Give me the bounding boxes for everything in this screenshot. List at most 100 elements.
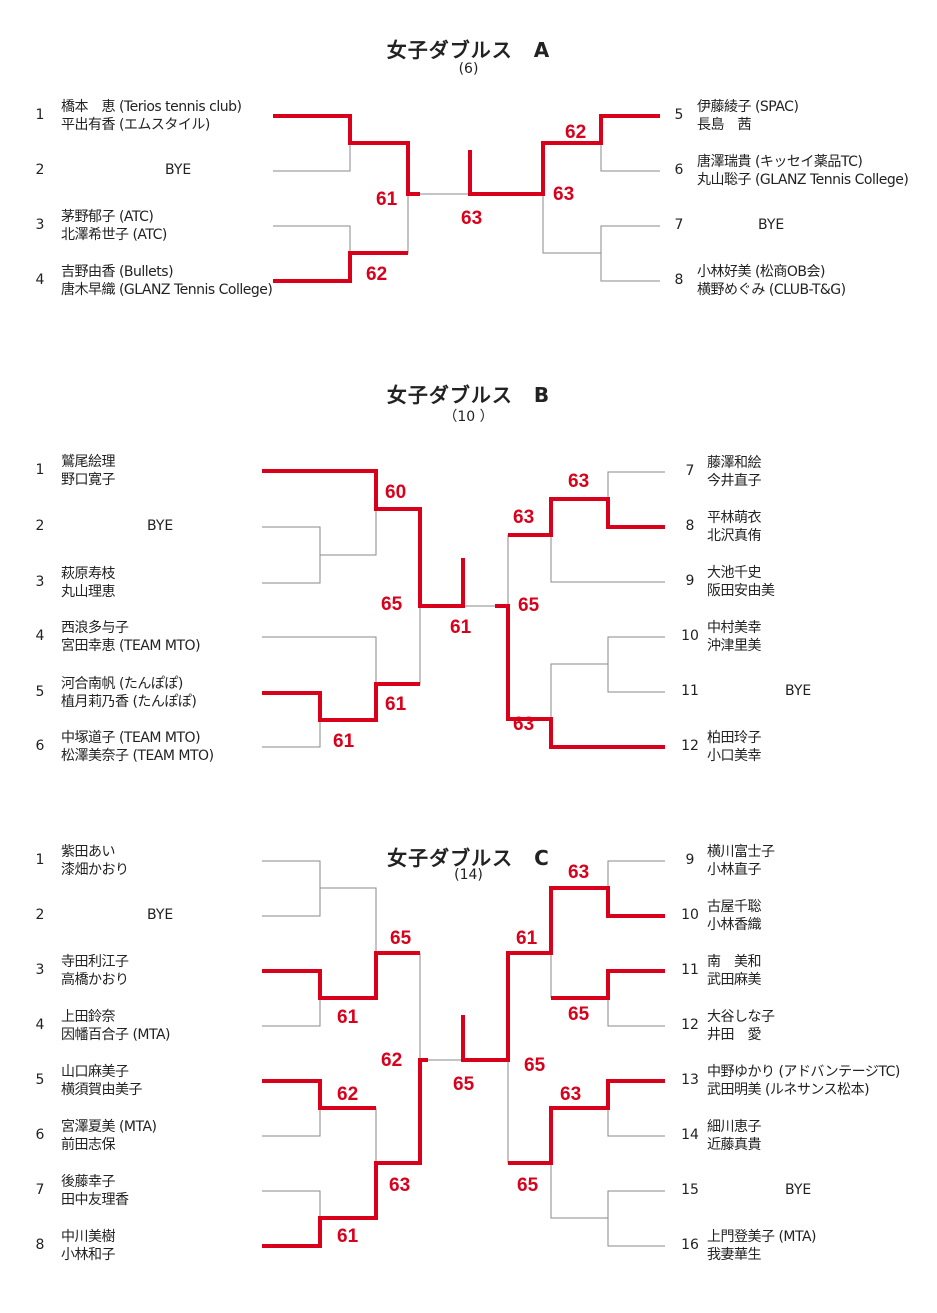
player-name: 上田鈴奈: [61, 1009, 116, 1025]
player-name: 高橋かおり: [61, 972, 129, 988]
section-b-title: 女子ダブルス B: [386, 383, 551, 407]
player-name: 松澤美奈子 (TEAM MTO): [61, 748, 214, 764]
player-name: 漆畑かおり: [61, 862, 129, 878]
bracket-a: 61 62 63 62 63: [273, 114, 660, 285]
player-name: 中川美樹: [61, 1229, 116, 1245]
player-name: 武田麻美: [707, 972, 762, 988]
seed-number: 1: [35, 462, 45, 478]
seed-number: 1: [35, 852, 45, 868]
bye-label: BYE: [147, 907, 174, 923]
seed-number: 1: [35, 107, 45, 123]
player-name: 中塚道子 (TEAM MTO): [61, 730, 201, 746]
seed-number: 8: [35, 1237, 45, 1253]
seed-number: 12: [681, 738, 699, 754]
score: 60: [385, 482, 406, 503]
score: 61: [337, 1226, 359, 1247]
section-a-title: 女子ダブルス A: [386, 38, 551, 62]
seed-number: 10: [681, 907, 699, 923]
bye-label: BYE: [165, 162, 192, 178]
player-name: 因幡百合子 (MTA): [61, 1027, 171, 1043]
player-name: 中野ゆかり (アドバンテージTC): [707, 1064, 900, 1080]
seed-number: 11: [681, 962, 699, 978]
player-name: 大谷しな子: [707, 1009, 775, 1025]
player-name: 柏田玲子: [707, 730, 762, 746]
bye-label: BYE: [785, 1182, 812, 1198]
seed-number: 5: [35, 684, 45, 700]
section-c-draw-size: (14): [454, 867, 483, 883]
player-name: 今井直子: [707, 473, 762, 489]
score: 61: [450, 617, 472, 638]
player-name: 小林和子: [61, 1247, 116, 1263]
score: 65: [524, 1055, 546, 1076]
seed-number: 2: [35, 907, 45, 923]
score: 65: [381, 594, 403, 615]
seed-number: 13: [681, 1072, 699, 1088]
score: 62: [366, 264, 387, 285]
seed-number: 4: [35, 272, 45, 288]
seed-number: 6: [674, 162, 684, 178]
seed-number: 2: [35, 518, 45, 534]
score: 63: [560, 1084, 581, 1105]
player-name: 沖津里美: [707, 638, 762, 654]
seed-number: 9: [685, 852, 695, 868]
player-name: 横須賀由美子: [61, 1082, 143, 1098]
seed-number: 11: [681, 683, 699, 699]
player-name: 古屋千聡: [707, 899, 762, 915]
player-name: 南 美和: [707, 954, 762, 970]
seed-number: 16: [681, 1237, 699, 1253]
player-name: 中村美幸: [707, 620, 762, 636]
bracket-b: 60 65 61 61 61 63 63 65 63: [262, 469, 665, 752]
score: 65: [453, 1074, 475, 1095]
score: 63: [513, 714, 534, 735]
player-name: 小林好美 (松商OB会): [697, 264, 826, 280]
score: 61: [516, 928, 538, 949]
section-c-title: 女子ダブルス C: [387, 846, 550, 870]
player-name: 我妻華生: [707, 1247, 762, 1263]
player-name: 丸山理恵: [61, 584, 116, 600]
score: 61: [376, 189, 398, 210]
score: 61: [333, 731, 355, 752]
player-name: 唐木早織 (GLANZ Tennis College): [61, 282, 273, 298]
seed-number: 7: [35, 1182, 45, 1198]
score: 62: [565, 122, 586, 143]
seed-number: 7: [674, 217, 684, 233]
score: 63: [553, 184, 574, 205]
seed-number: 6: [35, 738, 45, 754]
player-name: 後藤幸子: [61, 1174, 116, 1190]
player-name: 茅野郁子 (ATC): [61, 209, 154, 225]
player-name: 井田 愛: [707, 1027, 762, 1043]
seed-number: 10: [681, 628, 699, 644]
player-name: 細川恵子: [707, 1119, 762, 1135]
player-name: 唐澤瑞貴 (キッセイ薬品TC): [697, 154, 863, 170]
score: 61: [337, 1007, 359, 1028]
player-name: 山口麻美子: [61, 1064, 129, 1080]
player-name: 寺田利江子: [61, 954, 129, 970]
seed-number: 3: [35, 217, 45, 233]
section-a-draw-size: (6): [458, 61, 479, 77]
player-name: 萩原寿枝: [61, 566, 116, 582]
seed-number: 5: [674, 107, 684, 123]
score: 65: [390, 928, 412, 949]
player-name: 丸山聡子 (GLANZ Tennis College): [697, 172, 909, 188]
player-name: 河合南帆 (たんぽぽ): [61, 676, 183, 692]
player-name: 北澤希世子 (ATC): [61, 227, 167, 243]
score: 65: [517, 1175, 539, 1196]
player-name: 宮澤夏美 (MTA): [61, 1119, 157, 1135]
score: 63: [568, 471, 589, 492]
seed-number: 14: [681, 1127, 699, 1143]
player-name: 西浪多与子: [61, 620, 129, 636]
player-name: 武田明美 (ルネサンス松本): [707, 1082, 870, 1098]
player-name: 吉野由香 (Bullets): [61, 264, 174, 280]
score: 63: [389, 1175, 410, 1196]
score: 62: [337, 1084, 358, 1105]
seed-number: 4: [35, 1017, 45, 1033]
player-name: 紫田あい: [61, 844, 116, 860]
player-name: 平出有香 (エムスタイル): [61, 117, 210, 133]
player-name: 北沢真侑: [707, 528, 762, 544]
seed-number: 2: [35, 162, 45, 178]
player-name: 小林香織: [707, 917, 762, 933]
player-name: 伊藤綾子 (SPAC): [697, 99, 799, 115]
player-name: 阪田安由美: [707, 583, 775, 599]
player-name: 宮田幸恵 (TEAM MTO): [61, 638, 201, 654]
